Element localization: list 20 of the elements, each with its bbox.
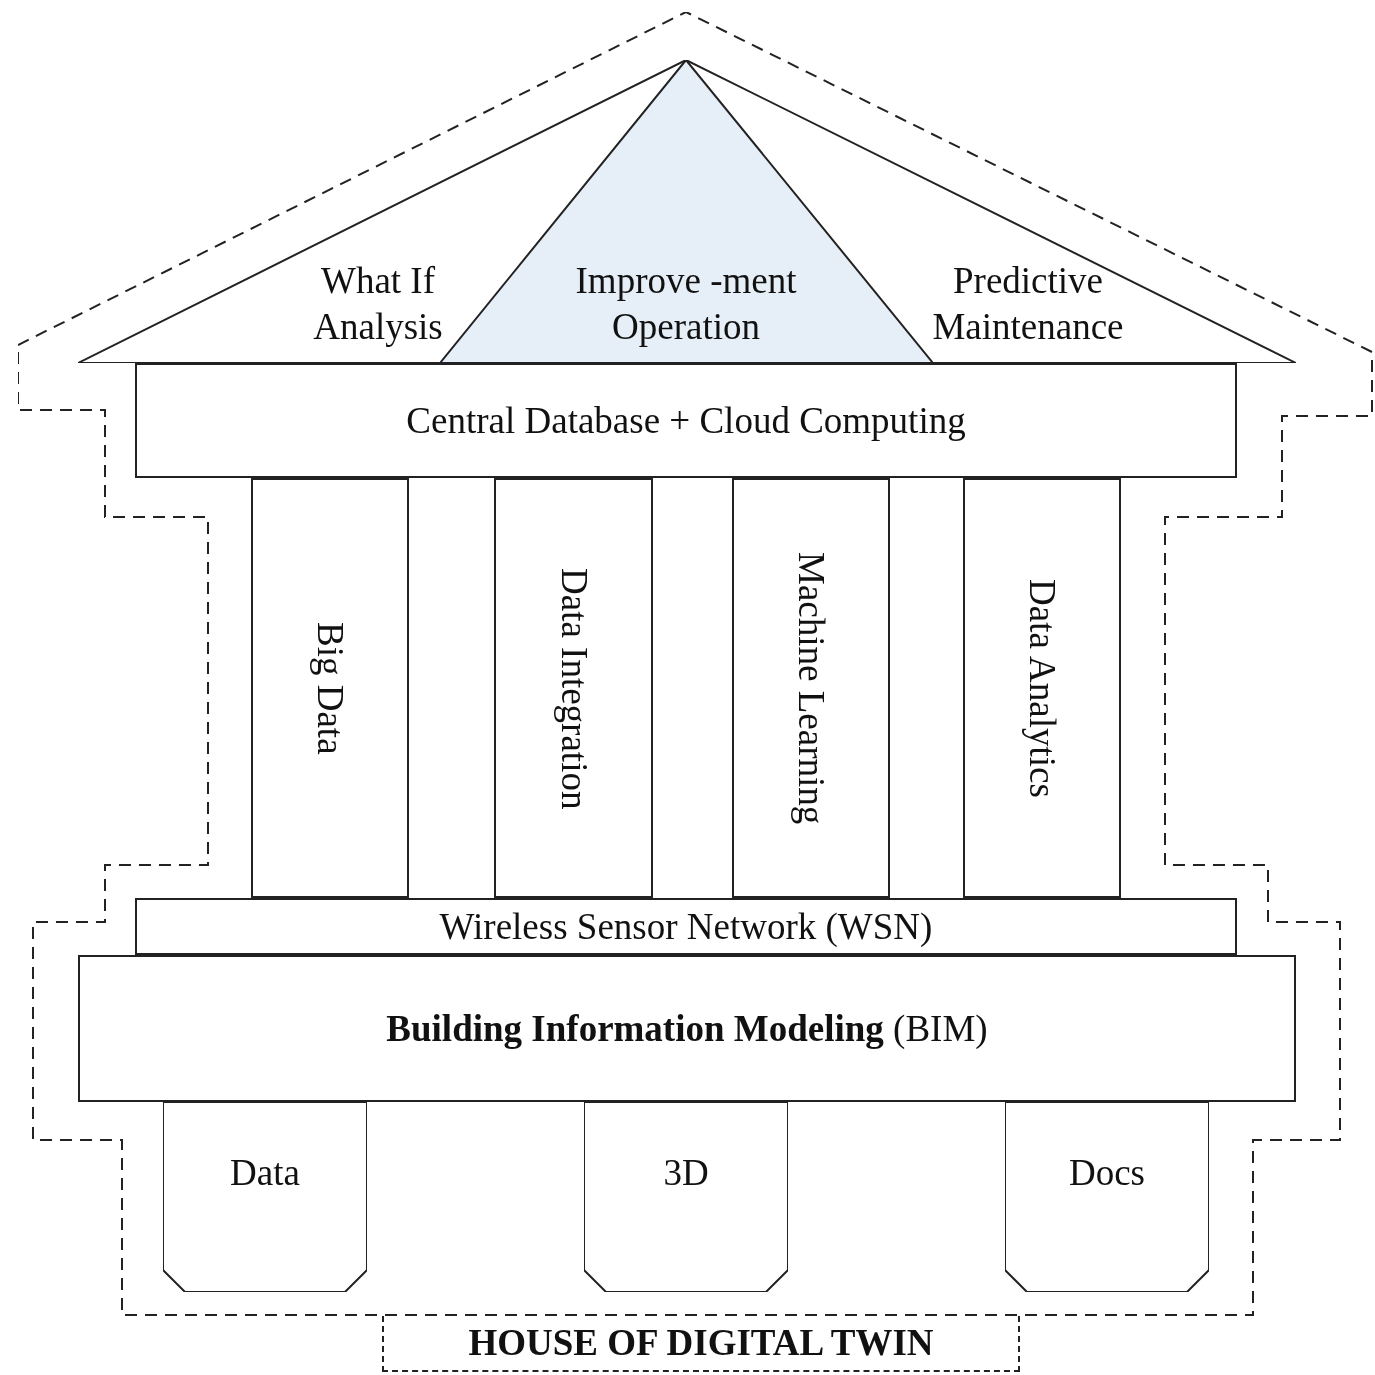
leg-label: Docs xyxy=(1067,1151,1146,1195)
roof-label: What If Analysis xyxy=(312,259,444,349)
pillar-box xyxy=(494,478,653,898)
roof-label: Predictive Maintenance xyxy=(931,259,1125,349)
layer-box xyxy=(135,898,1237,955)
pillar-box xyxy=(732,478,890,898)
leg-label: Data xyxy=(229,1151,301,1195)
pillar-label: Data Integration xyxy=(552,567,596,809)
roof-label: Improve -ment Operation xyxy=(574,259,798,349)
layer-label: Central Database + Cloud Computing xyxy=(405,399,967,443)
pillar-box xyxy=(251,478,409,898)
pillar-box xyxy=(963,478,1121,898)
pillar-label: Machine Learning xyxy=(790,552,833,825)
house-title: HOUSE OF DIGITAL TWIN xyxy=(382,1316,1020,1372)
layer-label: Wireless Sensor Network (WSN) xyxy=(438,905,934,949)
pillar-label: Big Data xyxy=(309,621,352,755)
layer-label: Building Information Modeling (BIM) xyxy=(385,1007,989,1051)
pillar-label: Data Analytics xyxy=(1021,578,1064,798)
leg-label: 3D xyxy=(662,1151,710,1195)
layer-box xyxy=(135,363,1237,478)
